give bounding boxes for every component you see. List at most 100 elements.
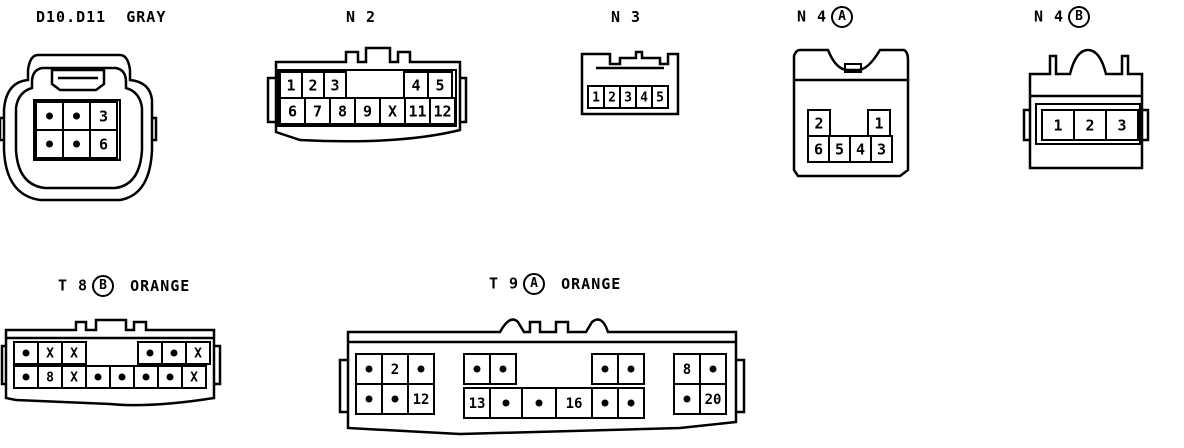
terminal-dot	[365, 395, 373, 403]
pin-number: 11	[408, 102, 426, 120]
connector-color: ORANGE	[130, 276, 191, 295]
connector-body-d10d11	[0, 53, 158, 202]
connector-color: GRAY	[126, 8, 167, 26]
terminal-dot	[683, 395, 691, 403]
pin-number: 5	[835, 140, 844, 158]
pin-number: 1	[286, 76, 295, 94]
pin-number: 2	[308, 76, 317, 94]
terminal-dot	[627, 365, 635, 373]
terminal-dot	[73, 112, 80, 120]
pin-number: 9	[363, 102, 372, 120]
pin-number: 16	[566, 396, 583, 412]
terminal-cell	[185, 341, 211, 365]
connector-body-n2	[266, 46, 468, 143]
pin-number: 3	[624, 91, 632, 106]
pin-number: X	[46, 347, 54, 362]
pin-number: 3	[330, 76, 339, 94]
connector-body-t8b	[0, 318, 222, 407]
pin-number: 6	[99, 135, 108, 153]
pin-number: 13	[469, 396, 486, 412]
pin-number: 8	[338, 102, 347, 120]
terminal-cell	[617, 387, 645, 419]
pin-number: X	[190, 371, 198, 386]
pin-number: 12	[433, 102, 451, 120]
terminal-cell	[699, 383, 727, 415]
terminal-dot	[499, 365, 507, 373]
terminal-cell	[489, 353, 517, 385]
pin-number: 2	[391, 362, 399, 378]
terminal-dot	[142, 373, 150, 381]
connector-code: T 8	[58, 276, 89, 295]
terminal-dot	[391, 395, 399, 403]
terminal-cell	[1105, 109, 1139, 141]
terminal-dot	[417, 365, 425, 373]
pin-number: X	[388, 102, 397, 120]
pin-number: 4	[411, 76, 420, 94]
terminal-dot	[22, 349, 30, 357]
pin-number: X	[194, 347, 202, 362]
connector-code: N 4	[1034, 7, 1065, 26]
pin-number: 3	[1117, 116, 1126, 134]
terminal-dot	[22, 373, 30, 381]
pin-number: 4	[640, 91, 648, 106]
terminal-cell	[651, 85, 669, 109]
pin-number: 20	[705, 392, 722, 408]
terminal-dot	[365, 365, 373, 373]
pin-number: 1	[1053, 116, 1062, 134]
terminal-dot	[170, 349, 178, 357]
terminal-cell	[429, 97, 456, 125]
pin-number: X	[70, 371, 78, 386]
pin-number: 8	[46, 371, 54, 386]
connector-label-n3: N 3	[611, 8, 641, 26]
connector-label-n2: N 2	[346, 8, 376, 26]
connector-color: ORANGE	[561, 274, 622, 293]
circled-letter: A	[831, 6, 854, 28]
terminal-dot	[601, 399, 609, 407]
connector-code: N 2	[346, 8, 377, 26]
connector-label-d10d11: D10.D11 GRAY	[36, 8, 166, 26]
terminal-dot	[627, 399, 635, 407]
pin-number: 1	[874, 114, 883, 132]
terminal-dot	[46, 140, 53, 148]
terminal-cell	[617, 353, 645, 385]
pin-number: 7	[313, 102, 322, 120]
terminal-dot	[94, 373, 102, 381]
pin-number: 1	[592, 91, 600, 106]
terminal-dot	[535, 399, 543, 407]
connector-body-t9a	[338, 318, 746, 436]
pin-number: X	[70, 347, 78, 362]
pin-number: 2	[814, 114, 823, 132]
terminal-dot	[601, 365, 609, 373]
pin-number: 5	[435, 76, 444, 94]
connector-code: T 9	[489, 274, 520, 293]
terminal-dot	[502, 399, 510, 407]
pin-number: 3	[877, 140, 886, 158]
terminal-cell	[61, 341, 87, 365]
terminal-cell	[407, 383, 435, 415]
terminal-cell	[870, 135, 893, 163]
connector-code: D10.D11	[36, 8, 107, 26]
connector-body-n4b	[1022, 48, 1150, 170]
circled-letter: B	[92, 275, 115, 297]
circled-letter: A	[523, 273, 546, 295]
terminal-cell	[89, 129, 118, 159]
connector-code: N 3	[611, 8, 642, 26]
terminal-dot	[146, 349, 154, 357]
pin-number: 3	[99, 107, 108, 125]
pin-number: 2	[1085, 116, 1094, 134]
terminal-cell	[181, 365, 207, 389]
connector-body-n4a	[792, 48, 910, 178]
terminal-dot	[46, 112, 53, 120]
pin-number: 12	[413, 392, 430, 408]
terminal-dot	[709, 365, 717, 373]
terminal-dot	[166, 373, 174, 381]
pin-number: 2	[608, 91, 616, 106]
pin-number: 6	[288, 102, 297, 120]
terminal-dot	[118, 373, 126, 381]
connector-body-n3	[580, 50, 680, 116]
